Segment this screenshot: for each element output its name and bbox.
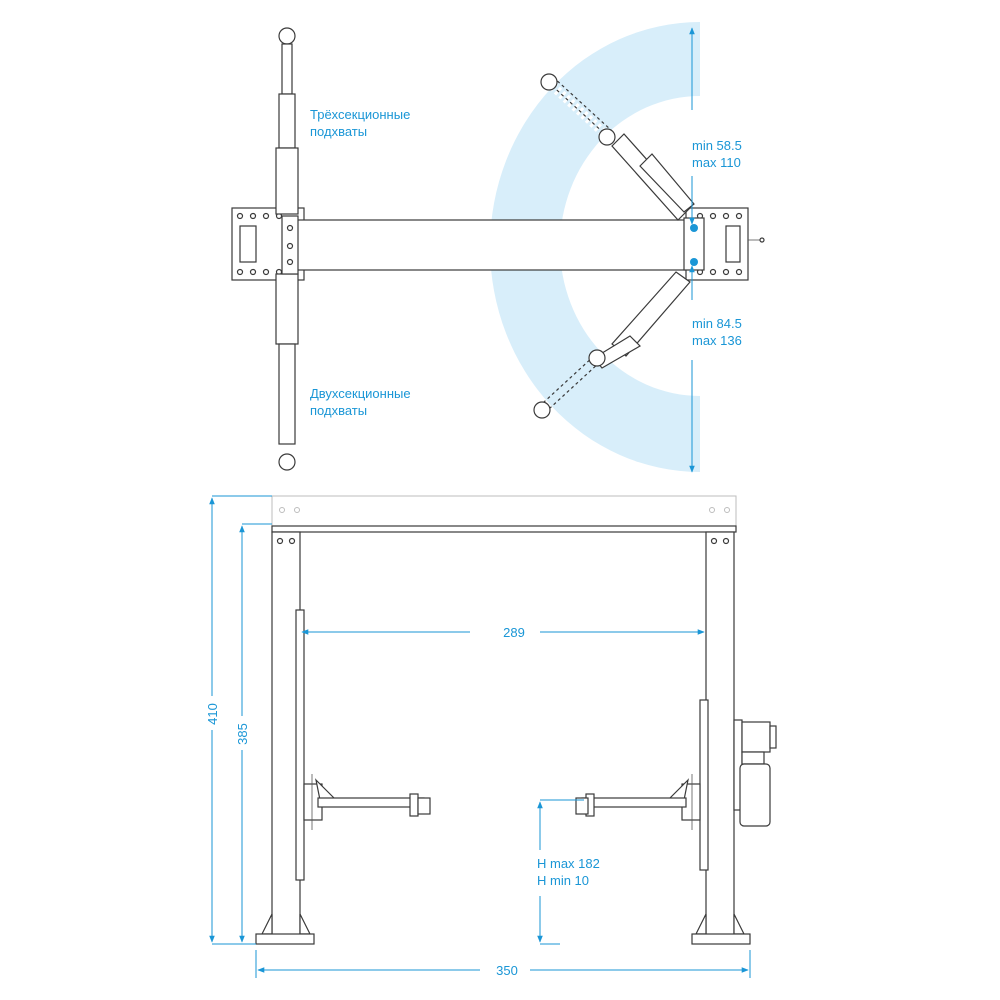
- two-section-arms-label-2: подхваты: [310, 403, 367, 418]
- height-max-label: H max 182: [537, 856, 600, 871]
- top-beam-extended: [271, 495, 737, 527]
- right-lower-arm: [533, 271, 691, 419]
- lower-arm-min-label: min 84.5: [692, 316, 742, 331]
- top-crossbeam: [295, 219, 689, 271]
- motor-pump-unit: [733, 719, 777, 827]
- total-width-label: 350: [496, 963, 518, 978]
- right-base-plate: [683, 207, 765, 281]
- left-arms-top-view: [275, 27, 299, 471]
- height-min-label: H min 10: [537, 873, 589, 888]
- right-lift-arm: [575, 774, 701, 830]
- left-column: [255, 531, 315, 945]
- three-section-arms-label: Трёхсекционные: [310, 107, 410, 122]
- right-upper-arm: [540, 73, 695, 221]
- two-section-arms-label: Двухсекционные: [310, 386, 411, 401]
- total-height-label: 410: [205, 703, 220, 725]
- upper-arm-pivot-marker: [690, 224, 698, 232]
- column-height-label: 385: [235, 723, 250, 745]
- lower-arm-pivot-marker: [690, 258, 698, 266]
- inner-width-label: 289: [503, 625, 525, 640]
- three-section-arms-label-2: подхваты: [310, 124, 367, 139]
- upper-arm-min-label: min 58.5: [692, 138, 742, 153]
- top-beam: [271, 525, 737, 533]
- right-column: [691, 531, 751, 945]
- lower-arm-max-label: max 136: [692, 333, 742, 348]
- top-view: min 58.5 max 110 min 84.5 max 136 Трёхсе…: [231, 22, 765, 473]
- left-lift-arm: [303, 774, 431, 830]
- front-view: 289 350 H max 182 H min 10 410 385: [203, 495, 777, 980]
- arm-swing-zone: [490, 22, 700, 472]
- upper-arm-max-label: max 110: [692, 155, 741, 170]
